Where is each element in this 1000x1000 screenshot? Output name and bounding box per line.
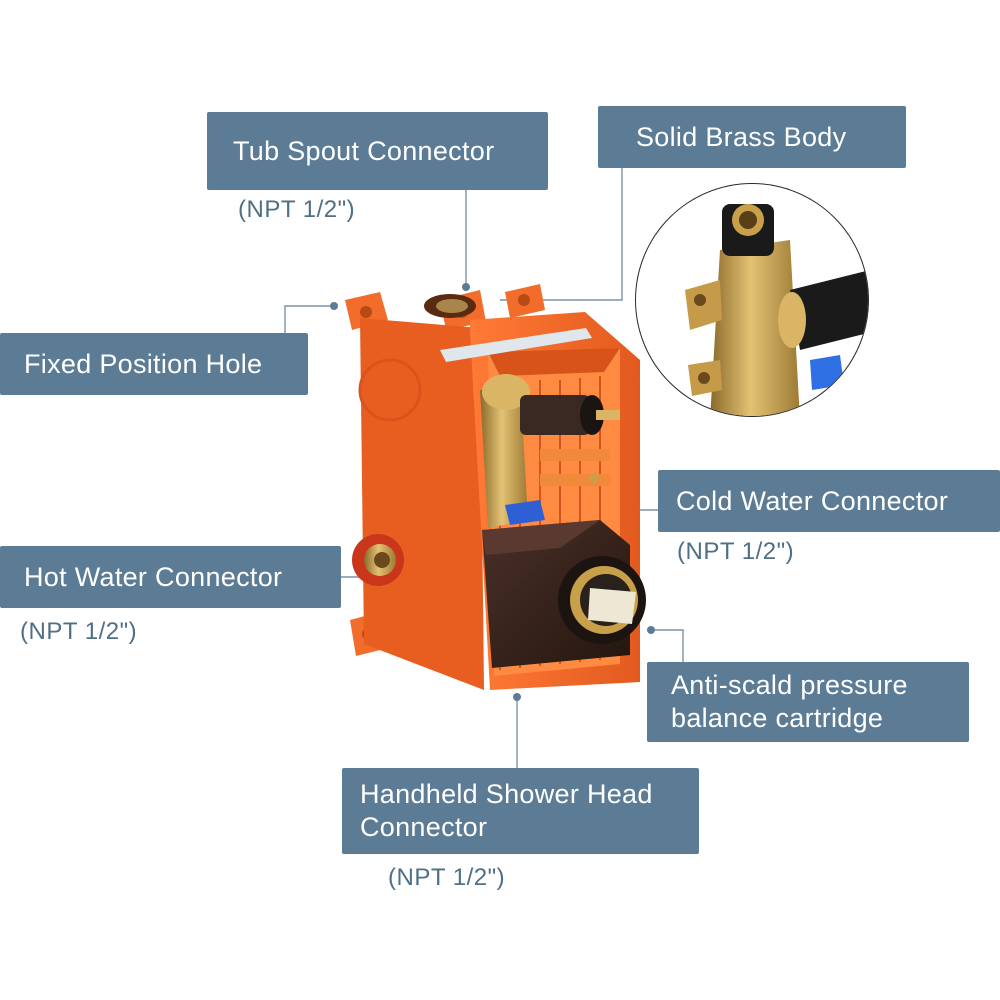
- tub-spout-label: Tub Spout Connector: [207, 112, 548, 190]
- hot-water-text: Hot Water Connector: [24, 561, 283, 592]
- brass-body-detail-circle: [635, 183, 869, 417]
- anti-scald-text-line1: Anti-scald pressure: [671, 670, 908, 700]
- tub-spout-spec: (NPT 1/2"): [238, 196, 356, 223]
- solid-brass-label: Solid Brass Body: [598, 106, 906, 168]
- handheld-spec: (NPT 1/2"): [388, 864, 506, 891]
- handheld-label: Handheld Shower Head Connector: [342, 768, 699, 854]
- cold-water-label: Cold Water Connector: [658, 470, 1000, 532]
- pressure-balance-cartridge: [482, 520, 646, 668]
- cold-water-text: Cold Water Connector: [676, 485, 949, 516]
- hot-water-spec: (NPT 1/2"): [20, 618, 138, 645]
- fixed-hole-label: Fixed Position Hole: [0, 333, 308, 395]
- brass-body: [480, 374, 620, 528]
- solid-brass-text: Solid Brass Body: [636, 121, 847, 152]
- handheld-text-line2: Connector: [360, 812, 488, 842]
- leader-anti-scald: [649, 629, 684, 662]
- tub-spout-text: Tub Spout Connector: [233, 135, 495, 166]
- hot-water-label: Hot Water Connector: [0, 546, 341, 608]
- leader-fixed-hole: [284, 305, 332, 333]
- fixed-hole-text: Fixed Position Hole: [24, 348, 263, 379]
- cold-water-spec: (NPT 1/2"): [677, 538, 795, 565]
- handheld-text-line1: Handheld Shower Head: [360, 779, 653, 809]
- anti-scald-label: Anti-scald pressure balance cartridge: [647, 662, 969, 742]
- anti-scald-text-line2: balance cartridge: [671, 703, 884, 733]
